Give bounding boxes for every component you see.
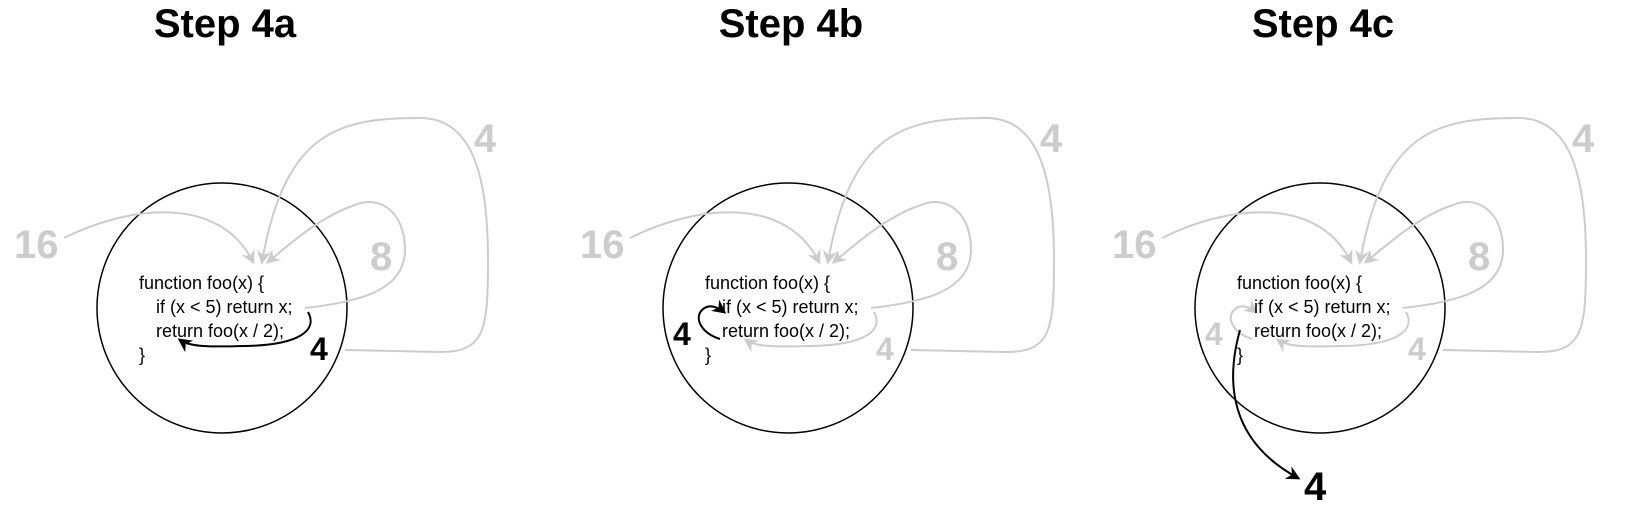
- recursion-diagram: function foo(x) { if (x < 5) return x; r…: [1112, 116, 1595, 509]
- label-8: 8: [370, 235, 392, 279]
- arrow-call-16: [63, 211, 255, 265]
- arrow-return-4: [177, 311, 312, 353]
- arrow-call-4: [823, 116, 1056, 354]
- code-line-4: }: [705, 345, 711, 365]
- label-4-returned: 4: [310, 331, 328, 367]
- arrow-final-return: [1232, 329, 1301, 480]
- code-line-2: if (x < 5) return x;: [722, 297, 859, 317]
- code-line-3: return foo(x / 2);: [722, 321, 850, 341]
- code-line-1: function foo(x) {: [1237, 273, 1362, 293]
- panel-title: Step 4c: [1251, 2, 1395, 46]
- code-line-3: return foo(x / 2);: [156, 321, 284, 341]
- label-16: 16: [14, 223, 59, 267]
- arrow-call-4: [1355, 116, 1588, 354]
- arrow-base-case: [1229, 299, 1259, 340]
- panel-step-4b: Step 4b function foo(x) { if (x < 5) ret…: [566, 0, 1116, 513]
- code-line-2: if (x < 5) return x;: [156, 297, 293, 317]
- code-line-1: function foo(x) {: [705, 273, 830, 293]
- recursion-diagram: function foo(x) { if (x < 5) return x; r…: [580, 116, 1063, 434]
- arrow-call-8: [1363, 201, 1505, 309]
- label-16: 16: [1112, 223, 1157, 267]
- code-line-3: return foo(x / 2);: [1254, 321, 1382, 341]
- label-4-top: 4: [1572, 117, 1595, 161]
- arrow-base-case: [697, 299, 727, 340]
- code-line-4: }: [139, 345, 145, 365]
- arrow-return-4: [743, 311, 878, 353]
- code-line-4: }: [1237, 345, 1243, 365]
- function-circle: [96, 182, 348, 434]
- arrow-call-8: [265, 201, 407, 309]
- code-line-2: if (x < 5) return x;: [1254, 297, 1391, 317]
- label-4-result: 4: [1304, 465, 1327, 509]
- panel-step-4a: Step 4a function foo(x) { if (x < 5) ret…: [0, 0, 550, 513]
- arrow-call-4: [257, 116, 490, 354]
- function-circle: [1194, 182, 1446, 434]
- label-4-top: 4: [1040, 117, 1063, 161]
- function-circle: [662, 182, 914, 434]
- code-line-1: function foo(x) {: [139, 273, 264, 293]
- label-4-left: 4: [1205, 316, 1223, 352]
- label-4-mid: 4: [876, 331, 894, 367]
- label-8: 8: [1468, 235, 1490, 279]
- arrow-call-8: [831, 201, 973, 309]
- arrow-call-16: [629, 211, 821, 265]
- label-8: 8: [936, 235, 958, 279]
- recursion-diagram: function foo(x) { if (x < 5) return x; r…: [14, 116, 497, 434]
- arrow-return-4: [1275, 311, 1410, 353]
- label-16: 16: [580, 223, 625, 267]
- panel-step-4c: Step 4c function foo(x) { if (x < 5) ret…: [1098, 0, 1648, 513]
- label-4-left: 4: [673, 316, 691, 352]
- panel-title: Step 4b: [718, 2, 864, 46]
- label-4-mid: 4: [1408, 331, 1426, 367]
- label-4-top: 4: [474, 117, 497, 161]
- arrow-call-16: [1161, 211, 1353, 265]
- panel-title: Step 4a: [153, 2, 297, 46]
